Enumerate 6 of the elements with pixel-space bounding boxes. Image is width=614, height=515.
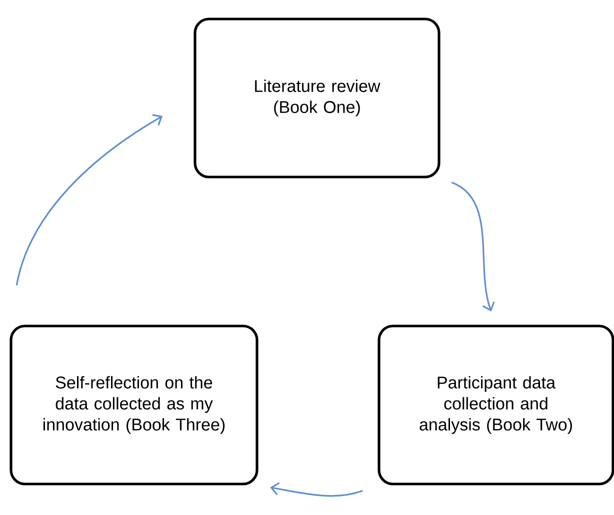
arrow bbox=[451, 182, 495, 312]
arrow bbox=[270, 482, 363, 497]
process-box: Literature review (Book One) bbox=[194, 18, 440, 178]
arrow bbox=[16, 114, 163, 286]
process-box: Participant data collection and analysis (Book Two) bbox=[378, 324, 614, 486]
process-box: Self-reflection on the data collected as my innovation (Book Three) bbox=[10, 324, 258, 486]
